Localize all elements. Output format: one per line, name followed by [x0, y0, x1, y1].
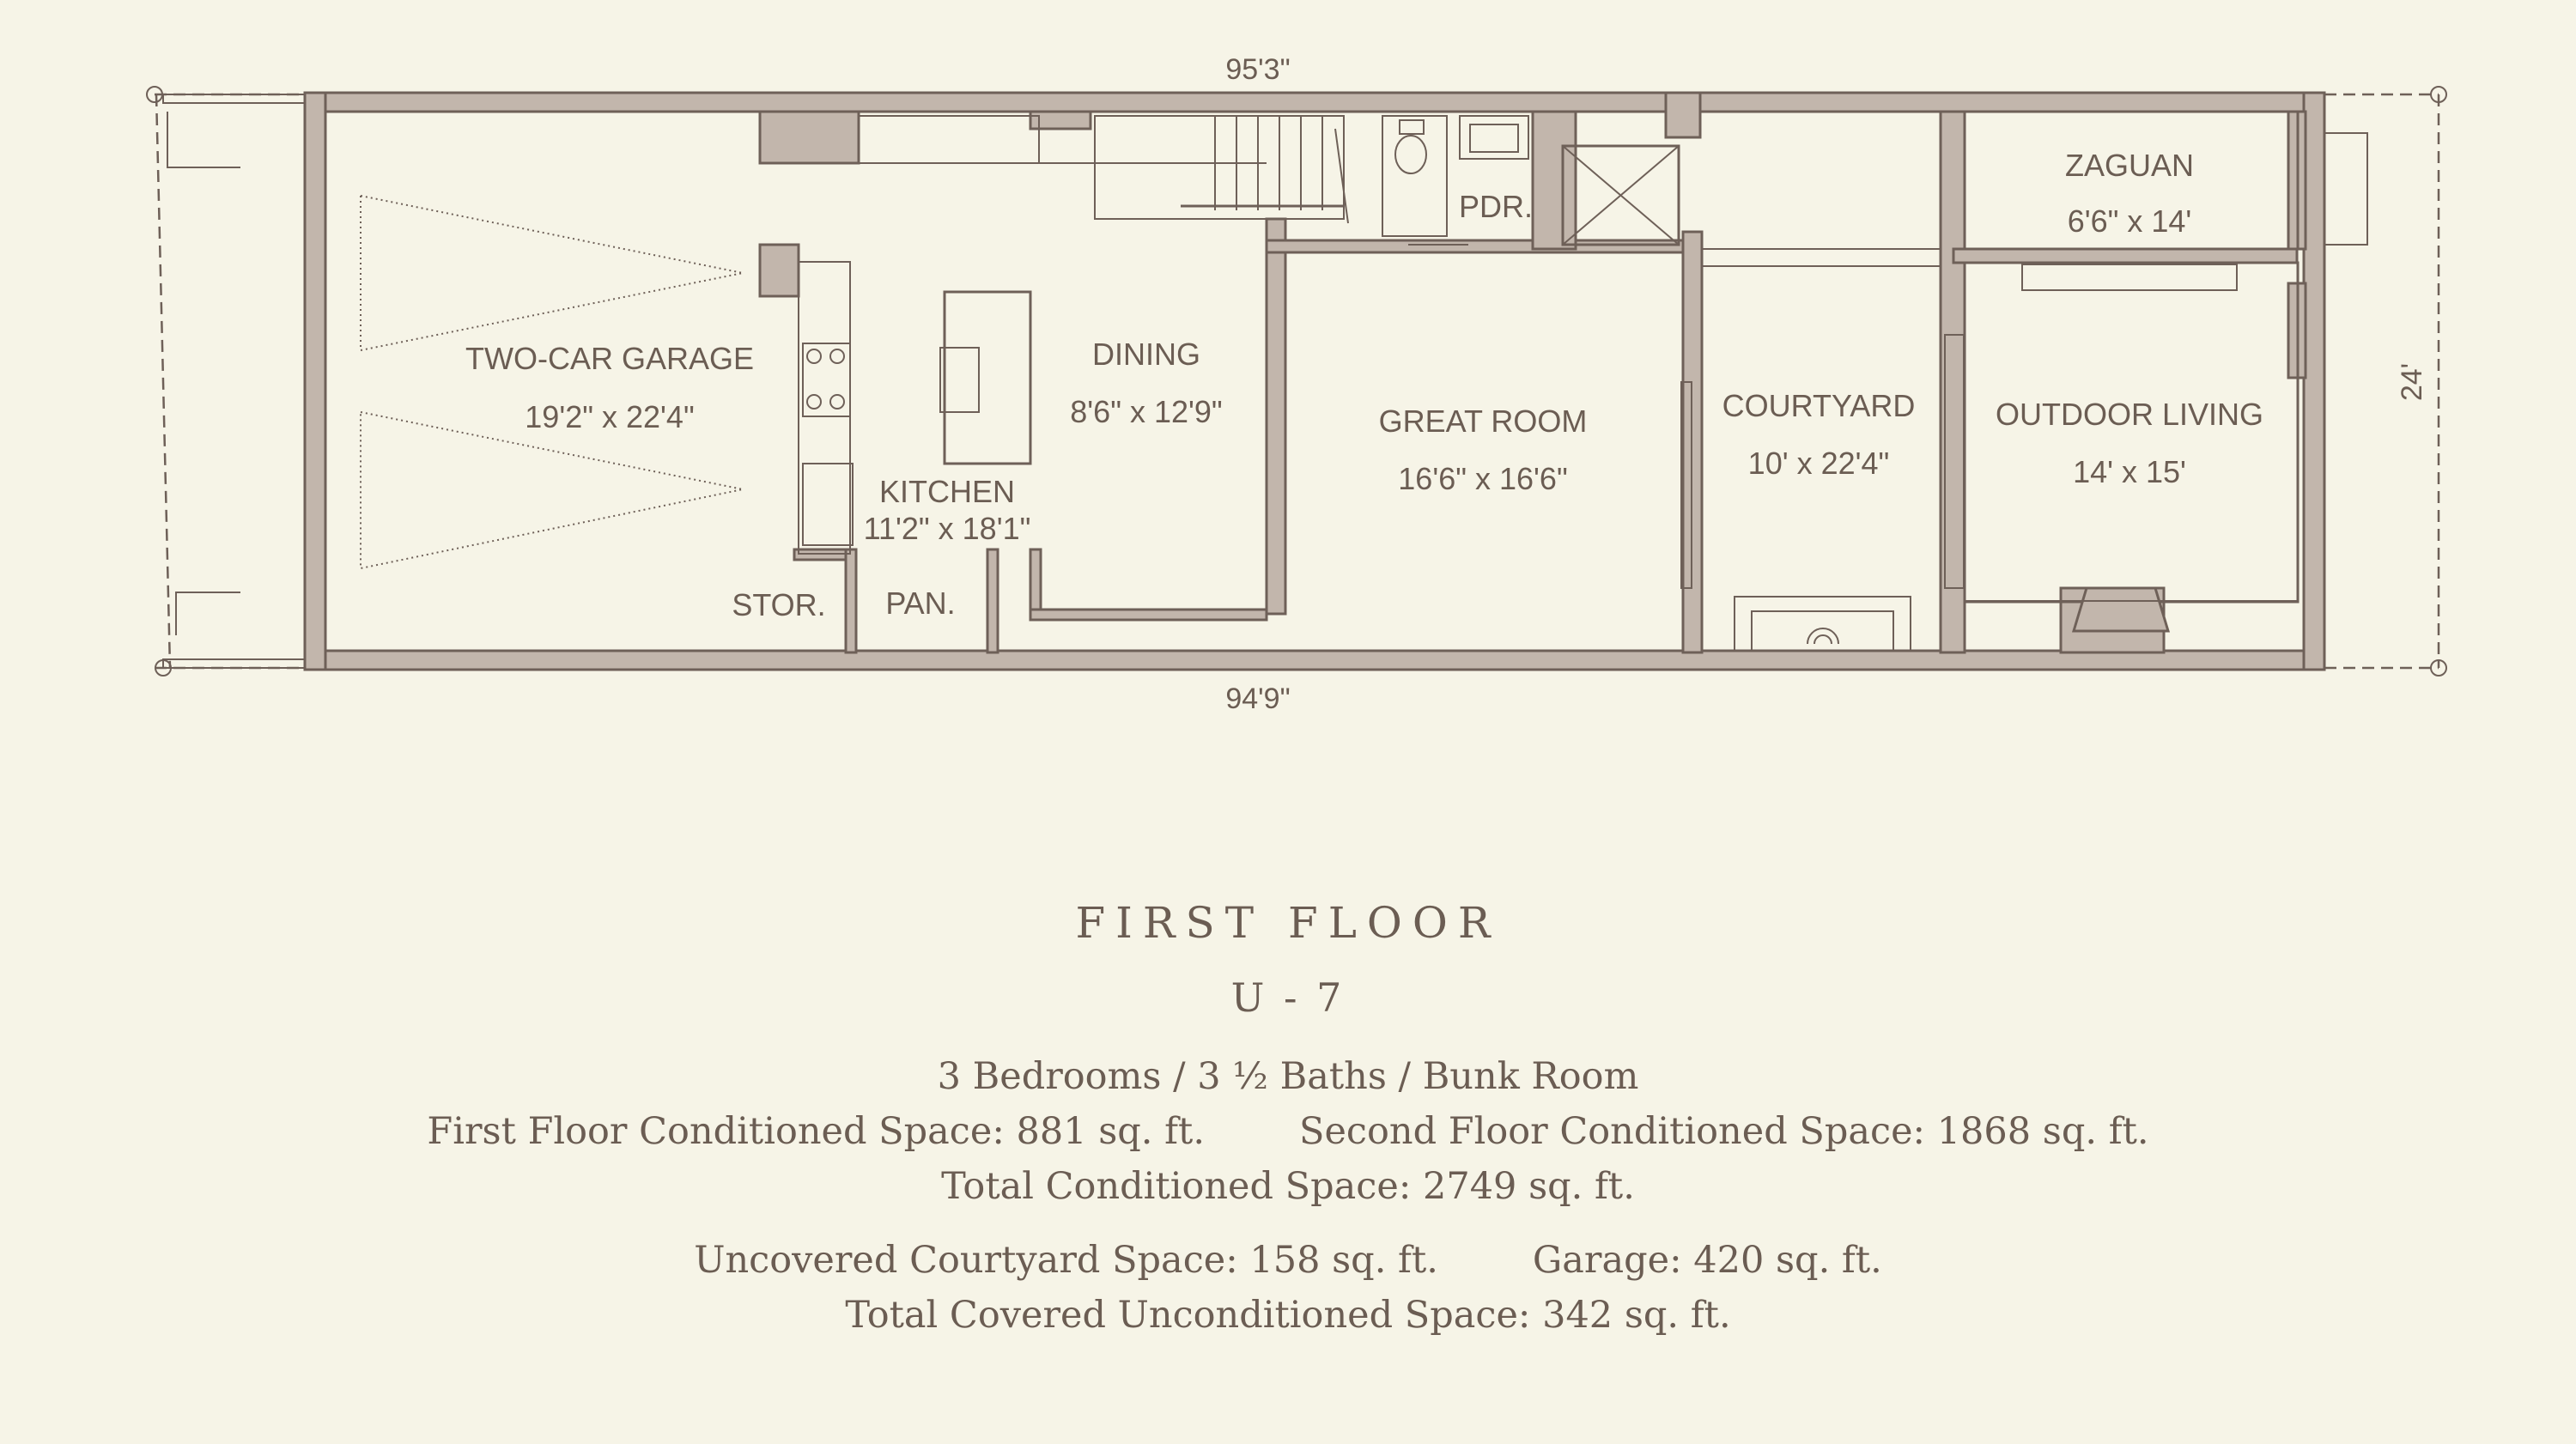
second-floor-conditioned: Second Floor Conditioned Space: 1868 sq.… — [1299, 1110, 2149, 1153]
powder-room-label: PDR. — [1459, 189, 1533, 224]
dining-label: DINING — [1092, 337, 1200, 372]
first-floor-conditioned: First Floor Conditioned Space: 881 sq. f… — [427, 1110, 1206, 1153]
garage-area: Garage: 420 sq. ft. — [1532, 1239, 1882, 1282]
zaguan-size: 6'6" x 14' — [2068, 203, 2192, 239]
storage-label: STOR. — [732, 587, 825, 622]
bottom-dimension: 94'9" — [1225, 683, 1290, 715]
bedrooms-baths: 3 Bedrooms / 3 ½ Baths / Bunk Room — [937, 1055, 1639, 1098]
garage-size: 19'2" x 22'4" — [525, 399, 694, 434]
kitchen-size: 11'2" x 18'1" — [864, 511, 1031, 546]
pantry-label: PAN. — [885, 585, 955, 621]
kitchen-label: KITCHEN — [879, 474, 1015, 509]
zaguan-label: ZAGUAN — [2065, 148, 2194, 183]
floor-conditioned-row: First Floor Conditioned Space: 881 sq. f… — [0, 1104, 2576, 1159]
courtyard-garage-row: Uncovered Courtyard Space: 158 sq. ft. Ga… — [0, 1233, 2576, 1288]
courtyard-features — [1680, 248, 1941, 652]
zaguan-outdoor-features — [1944, 110, 2300, 633]
side-dimension: 24' — [2396, 363, 2428, 401]
garage-doors — [324, 112, 744, 651]
dining-size: 8'6" x 12'9" — [1070, 394, 1222, 429]
great-room-size: 16'6" x 16'6" — [1398, 461, 1567, 496]
great-room-label: GREAT ROOM — [1379, 403, 1588, 439]
outdoor-living-size: 14' x 15' — [2073, 454, 2186, 489]
top-dimension: 95'3" — [1225, 53, 1290, 86]
outdoor-living-label: OUTDOOR LIVING — [1996, 397, 2263, 432]
courtyard-label: COURTYARD — [1722, 388, 1916, 423]
unconditioned-space-block: Uncovered Courtyard Space: 158 sq. ft. Ga… — [0, 1233, 2576, 1343]
exterior-walls — [303, 91, 2326, 671]
courtyard-size: 10' x 22'4" — [1748, 446, 1890, 481]
garage-label: TWO-CAR GARAGE — [465, 341, 754, 376]
total-covered-unconditioned: Total Covered Unconditioned Space: 342 s… — [845, 1294, 1731, 1337]
uncovered-courtyard: Uncovered Courtyard Space: 158 sq. ft. — [694, 1239, 1438, 1282]
stairs — [1094, 115, 1349, 224]
kitchen-fixtures — [798, 115, 1267, 555]
floor-info: FIRST FLOOR U - 7 3 Bedrooms / 3 ½ Baths… — [0, 893, 2576, 1343]
driveway-outline — [146, 86, 306, 676]
floor-title: FIRST FLOOR — [1075, 898, 1501, 948]
conditioned-space-block: 3 Bedrooms / 3 ½ Baths / Bunk Room First… — [0, 1049, 2576, 1214]
first-floor-plan: 95'3" 94'9" 24' TWO-CAR GARAGE 19'2" x 2… — [146, 53, 2447, 715]
total-conditioned: Total Conditioned Space: 2749 sq. ft. — [941, 1165, 1635, 1208]
powder-room — [1382, 115, 1680, 246]
unit-name: U - 7 — [1230, 974, 1346, 1021]
site-outline-right — [2324, 86, 2447, 676]
